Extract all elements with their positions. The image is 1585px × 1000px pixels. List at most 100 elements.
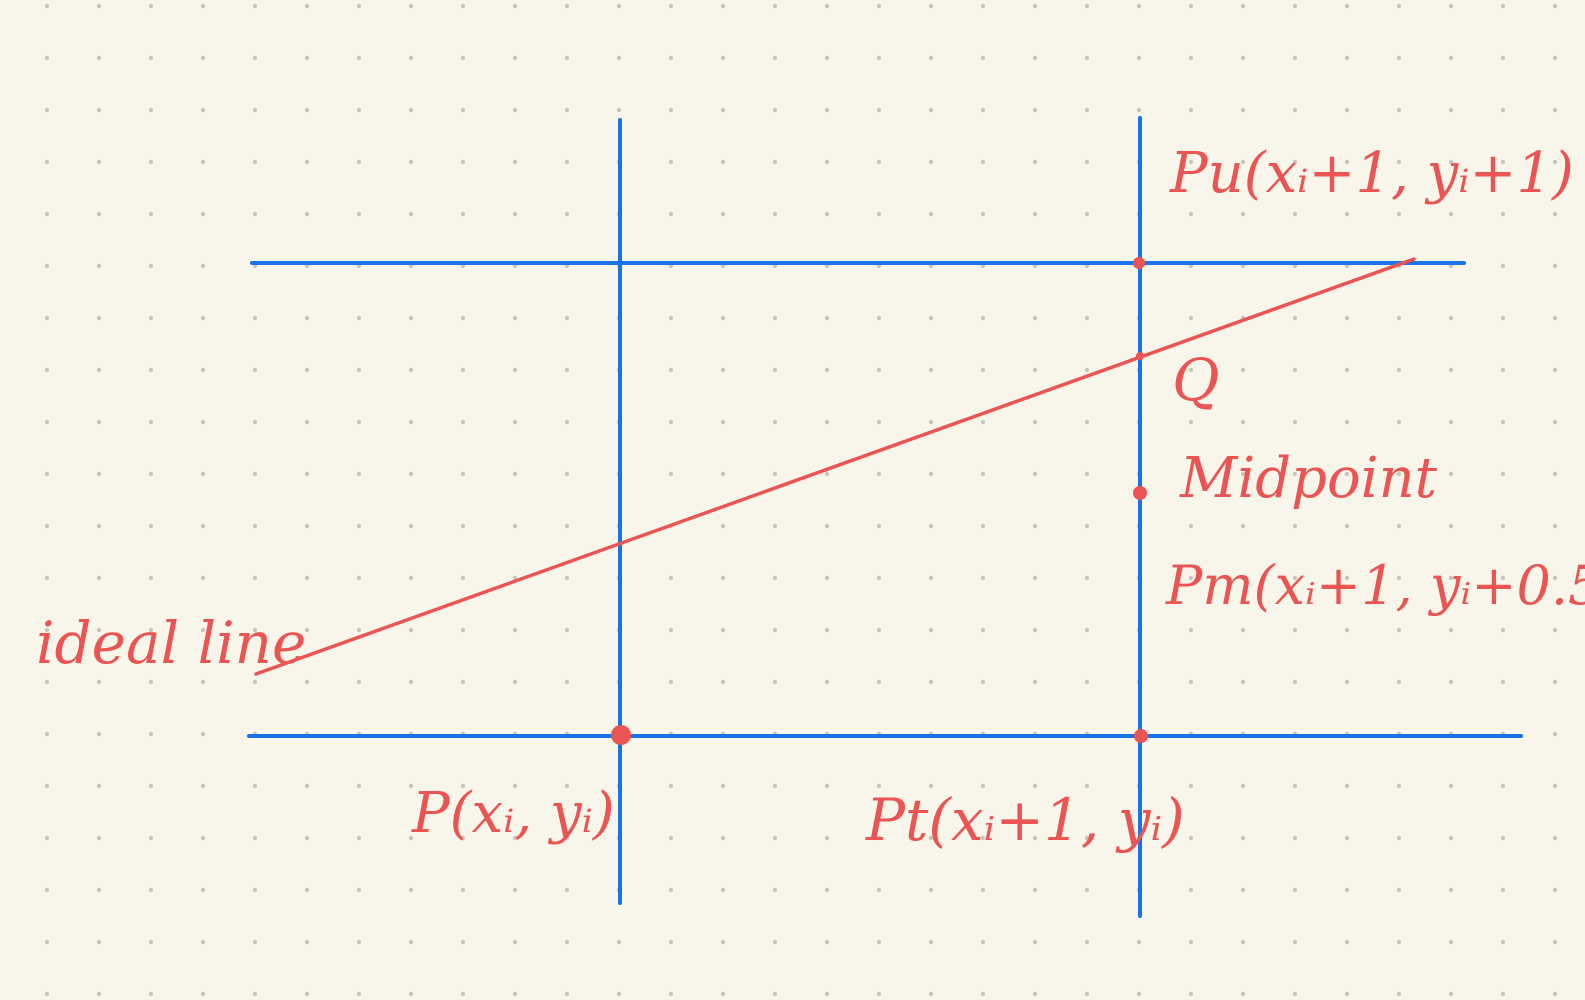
paper-dot: [1292, 523, 1298, 529]
paper-dot: [824, 835, 830, 841]
paper-dot: [1292, 991, 1298, 997]
paper-dot: [356, 211, 362, 217]
paper-dot: [1292, 575, 1298, 581]
paper-dot: [44, 991, 50, 997]
paper-dot: [460, 523, 466, 529]
paper-dot: [408, 211, 414, 217]
paper-dot: [1396, 159, 1402, 165]
paper-dot: [980, 419, 986, 425]
paper-dot: [980, 367, 986, 373]
paper-dot: [408, 679, 414, 685]
paper-dot: [980, 159, 986, 165]
paper-dot: [148, 939, 154, 945]
paper-dot: [1188, 939, 1194, 945]
paper-dot: [720, 419, 726, 425]
paper-dot: [460, 471, 466, 477]
paper-dot: [824, 419, 830, 425]
paper-dot: [1500, 523, 1506, 529]
paper-dot: [1188, 679, 1194, 685]
paper-dot: [876, 55, 882, 61]
point-pt: [1134, 729, 1148, 743]
paper-dot: [1344, 107, 1350, 113]
paper-dot: [616, 3, 622, 9]
paper-dot: [668, 679, 674, 685]
paper-dot: [772, 783, 778, 789]
paper-dot: [928, 887, 934, 893]
paper-dot: [356, 367, 362, 373]
paper-dot: [512, 159, 518, 165]
paper-dot: [1188, 159, 1194, 165]
paper-dot: [616, 991, 622, 997]
paper-dot: [44, 471, 50, 477]
paper-dot: [720, 107, 726, 113]
paper-dot: [304, 575, 310, 581]
paper-dot: [252, 3, 258, 9]
paper-dot: [1240, 991, 1246, 997]
paper-dot: [148, 523, 154, 529]
paper-dot: [408, 107, 414, 113]
paper-dot: [304, 211, 310, 217]
paper-dot: [408, 55, 414, 61]
paper-dot: [1448, 159, 1454, 165]
paper-dot: [772, 159, 778, 165]
paper-dot: [1292, 471, 1298, 477]
paper-dot: [200, 627, 206, 633]
paper-dot: [668, 211, 674, 217]
paper-dot: [1084, 679, 1090, 685]
paper-dot: [1344, 835, 1350, 841]
paper-dot: [928, 679, 934, 685]
paper-dot: [252, 835, 258, 841]
paper-dot: [668, 367, 674, 373]
paper-dot: [96, 55, 102, 61]
paper-dot: [1240, 55, 1246, 61]
paper-dot: [1084, 3, 1090, 9]
point-pu: [1133, 257, 1145, 269]
paper-dot: [564, 627, 570, 633]
paper-dot: [252, 679, 258, 685]
paper-dot: [668, 419, 674, 425]
paper-dot: [980, 3, 986, 9]
paper-dot: [252, 991, 258, 997]
paper-dot: [564, 367, 570, 373]
paper-dot: [876, 211, 882, 217]
paper-dot: [1344, 991, 1350, 997]
paper-dot: [1396, 3, 1402, 9]
paper-dot: [928, 315, 934, 321]
paper-dot: [304, 3, 310, 9]
ideal-line: [254, 257, 1416, 676]
paper-dot: [200, 575, 206, 581]
paper-dot: [564, 835, 570, 841]
paper-dot: [200, 887, 206, 893]
paper-dot: [44, 731, 50, 737]
paper-dot: [44, 55, 50, 61]
paper-dot: [408, 471, 414, 477]
paper-dot: [1032, 523, 1038, 529]
point-p: [611, 725, 631, 745]
paper-dot: [200, 471, 206, 477]
paper-dot: [1448, 939, 1454, 945]
paper-dot: [720, 367, 726, 373]
paper-dot: [564, 159, 570, 165]
paper-dot: [304, 523, 310, 529]
p-label: P(xᵢ, yᵢ): [411, 781, 615, 846]
paper-dot: [1344, 3, 1350, 9]
paper-dot: [1240, 159, 1246, 165]
paper-dot: [96, 107, 102, 113]
paper-dot: [1448, 991, 1454, 997]
paper-dot: [1552, 315, 1558, 321]
paper-dot: [772, 887, 778, 893]
paper-dot: [1500, 835, 1506, 841]
paper-dot: [876, 783, 882, 789]
paper-dot: [304, 627, 310, 633]
dot-grid: [44, 3, 1558, 997]
paper-dot: [1448, 419, 1454, 425]
paper-dot: [564, 3, 570, 9]
paper-dot: [1032, 679, 1038, 685]
paper-dot: [252, 107, 258, 113]
paper-dot: [96, 783, 102, 789]
paper-dot: [1552, 783, 1558, 789]
paper-dot: [1032, 887, 1038, 893]
paper-dot: [1240, 419, 1246, 425]
paper-dot: [1552, 679, 1558, 685]
